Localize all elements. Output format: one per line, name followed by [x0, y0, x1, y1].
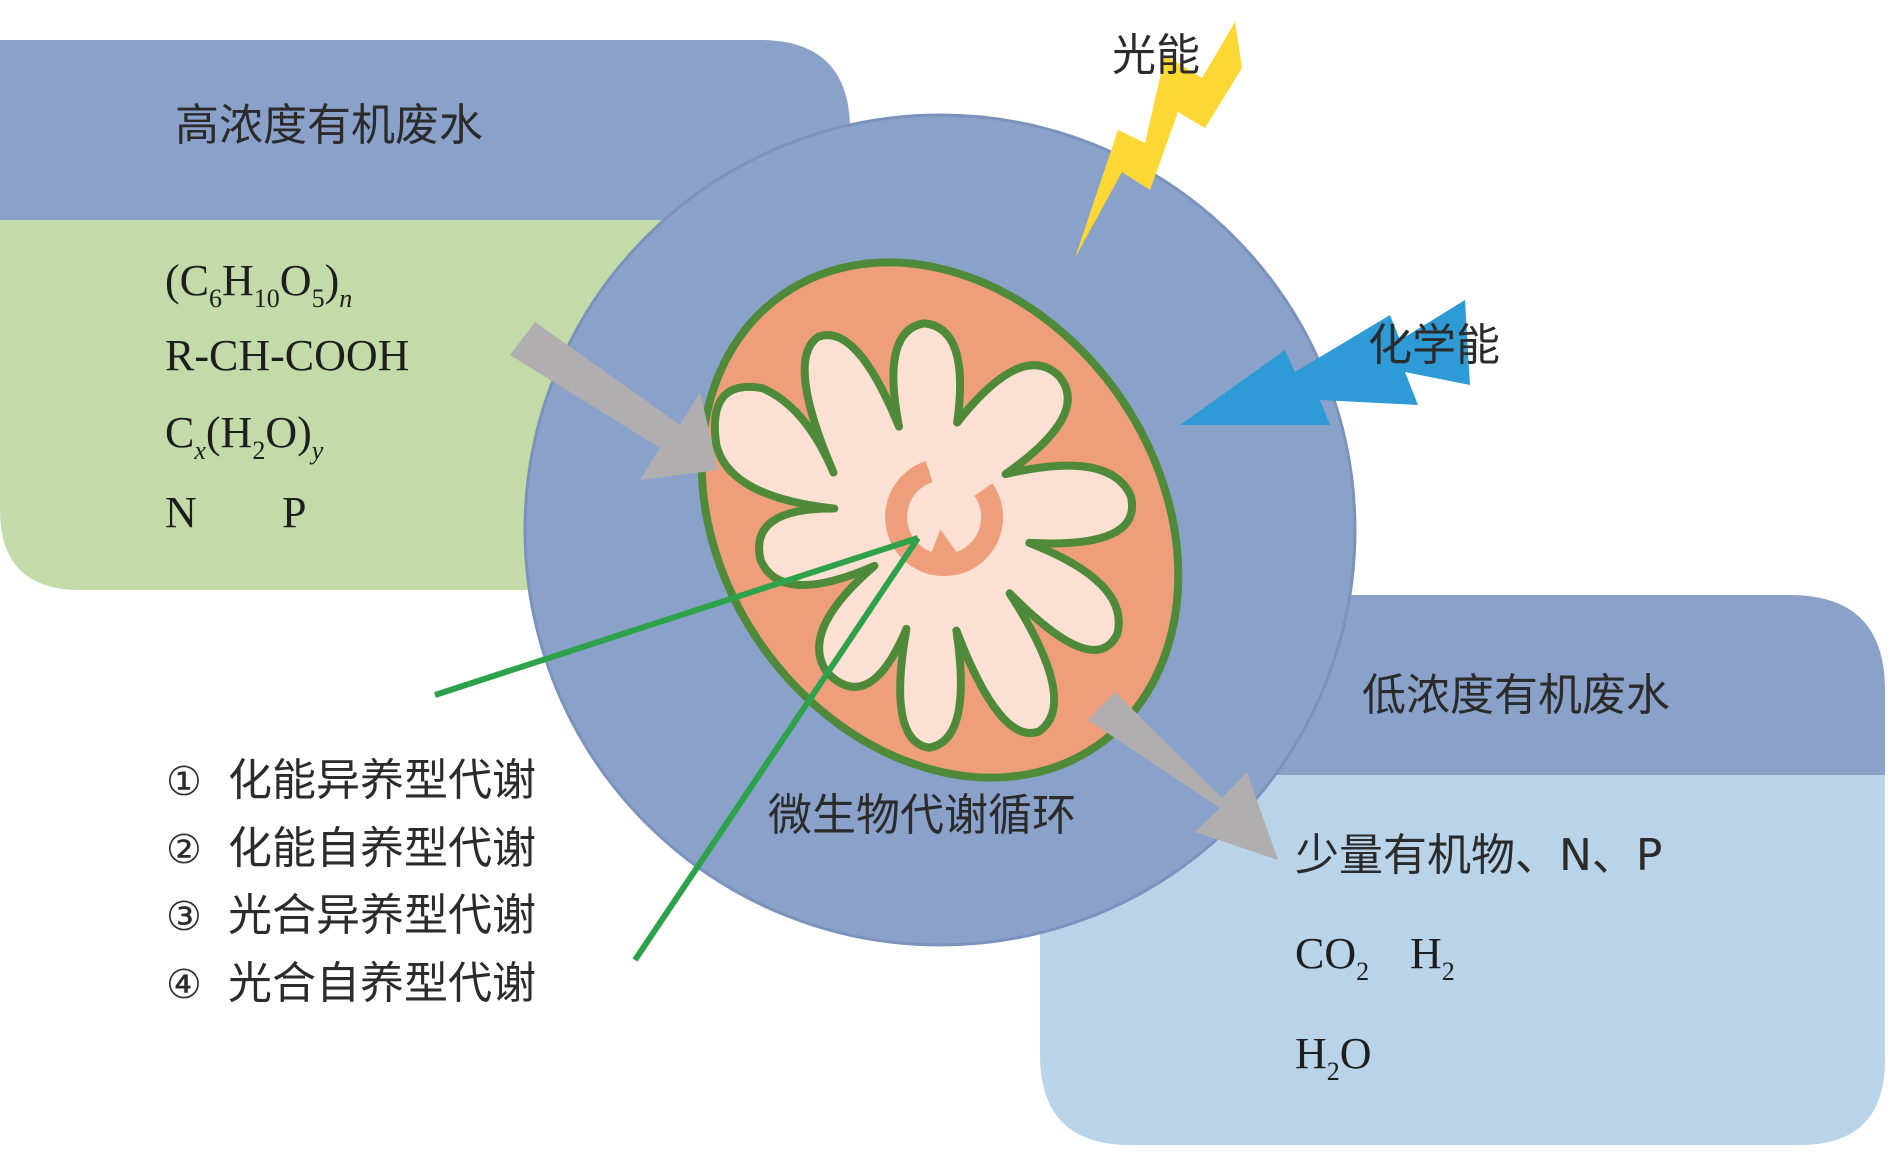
light-energy-label: 光能	[1112, 30, 1200, 81]
metabolism-type-2-label: 化能自养型代谢	[228, 823, 536, 874]
formula-h2: H2	[1410, 929, 1455, 986]
cycle-label: 微生物代谢循环	[768, 790, 1076, 841]
metabolism-type-1-number: ①	[166, 759, 202, 805]
formula-amino-acid: R-CH-COOH	[165, 331, 409, 380]
cycle-arrowhead	[927, 529, 964, 564]
metabolism-type-4-label: 光合自养型代谢	[228, 958, 536, 1009]
low-panel-body	[1040, 775, 1885, 1145]
metabolism-type-list: ① 化能异养型代谢 ② 化能自养型代谢 ③ 光合异养型代谢 ④ 光合自养型代谢	[166, 755, 536, 1009]
metabolism-type-4-number: ④	[166, 962, 202, 1008]
output-arrow	[1088, 692, 1278, 860]
metabolism-type-2-number: ②	[166, 827, 202, 873]
metabolism-type-1-label: 化能异养型代谢	[228, 755, 536, 806]
pointer-line-left	[434, 535, 919, 698]
low-panel-title: 低浓度有机废水	[1362, 670, 1670, 721]
metabolism-type-3-number: ③	[166, 894, 202, 940]
high-panel-title: 高浓度有机废水	[175, 100, 483, 151]
formula-cellulose: (C6H10O5)n	[165, 256, 352, 313]
mitochondrion-inner-membrane	[710, 319, 1137, 752]
nutrient-n: N	[165, 488, 197, 537]
metabolism-type-3-label: 光合异养型代谢	[228, 890, 536, 941]
formula-co2: CO2	[1295, 929, 1369, 986]
pointer-line-down	[632, 536, 921, 962]
input-arrow	[510, 322, 718, 480]
light-energy-bolt	[1075, 22, 1242, 258]
mitochondrion	[697, 258, 1183, 782]
formula-h2o: H2O	[1295, 1029, 1372, 1086]
low-organics-line: 少量有机物、N、P	[1295, 830, 1662, 881]
chemical-energy-bolt	[1180, 300, 1470, 425]
formula-carbohydrate: Cx(H2O)y	[165, 408, 324, 465]
nutrient-p: P	[282, 488, 306, 537]
chemical-energy-label: 化学能	[1368, 320, 1500, 371]
high-panel-header	[0, 40, 850, 220]
